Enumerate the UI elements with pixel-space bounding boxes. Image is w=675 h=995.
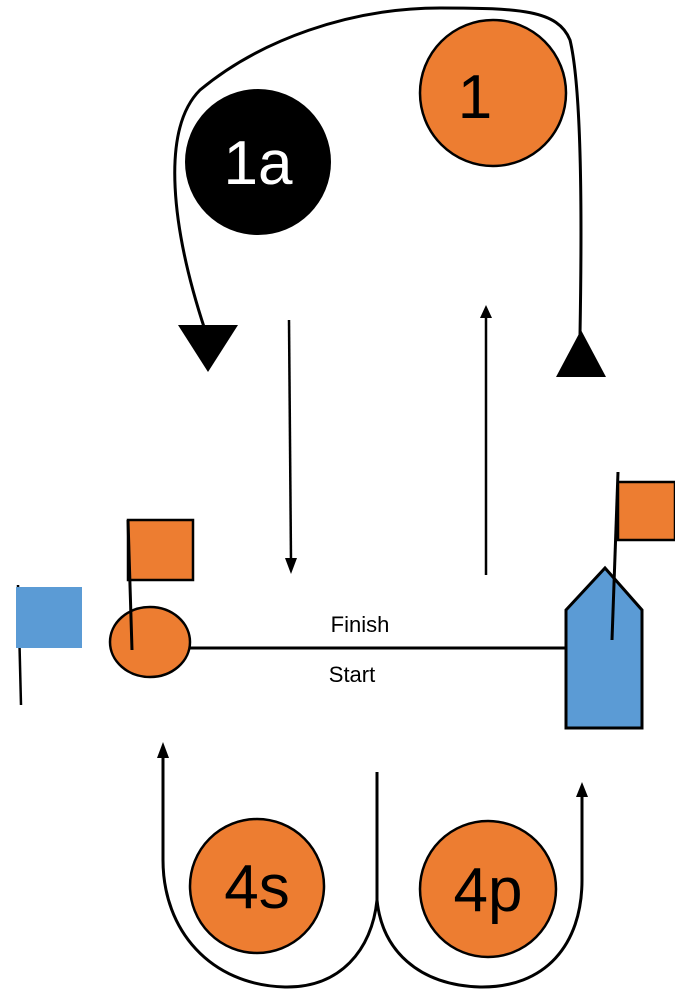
gate-right-arrowhead: [576, 782, 588, 797]
pin-buoy: [108, 605, 192, 679]
mark-1a-label: 1a: [224, 129, 293, 198]
mark-1a-circle: [185, 89, 331, 235]
start-label: Start: [329, 662, 375, 687]
gate-left-arrowhead: [157, 742, 169, 758]
right-triangle-marker: [556, 330, 606, 377]
course-loop-path: [173, 6, 583, 336]
committee-boat-hull: [564, 565, 644, 730]
blue-flag-left: [16, 584, 82, 706]
mark-4p-label: 4p: [454, 856, 523, 925]
mark-1-circle: [418, 18, 568, 168]
pin-end-buoy: [108, 518, 195, 679]
finish-label: Finish: [331, 612, 390, 637]
mark-4s-label: 4s: [224, 853, 289, 922]
mark-1: 1: [418, 18, 568, 168]
mark-4s-circle: [188, 817, 326, 955]
mark-4s: 4s: [188, 817, 326, 955]
gate-loops-path: [161, 755, 584, 989]
committee-boat: [564, 471, 675, 730]
committee-boat-flag: [616, 480, 675, 542]
pin-flag: [126, 518, 195, 582]
mark-1-label: 1: [458, 63, 492, 132]
mark-4p: 4p: [418, 819, 558, 959]
left-triangle-marker: [178, 325, 238, 372]
mark-4p-circle: [418, 819, 558, 959]
upwind-leg-arrow: [480, 305, 492, 575]
mark-1a: 1a: [185, 89, 331, 235]
downwind-leg-arrow: [285, 319, 297, 574]
